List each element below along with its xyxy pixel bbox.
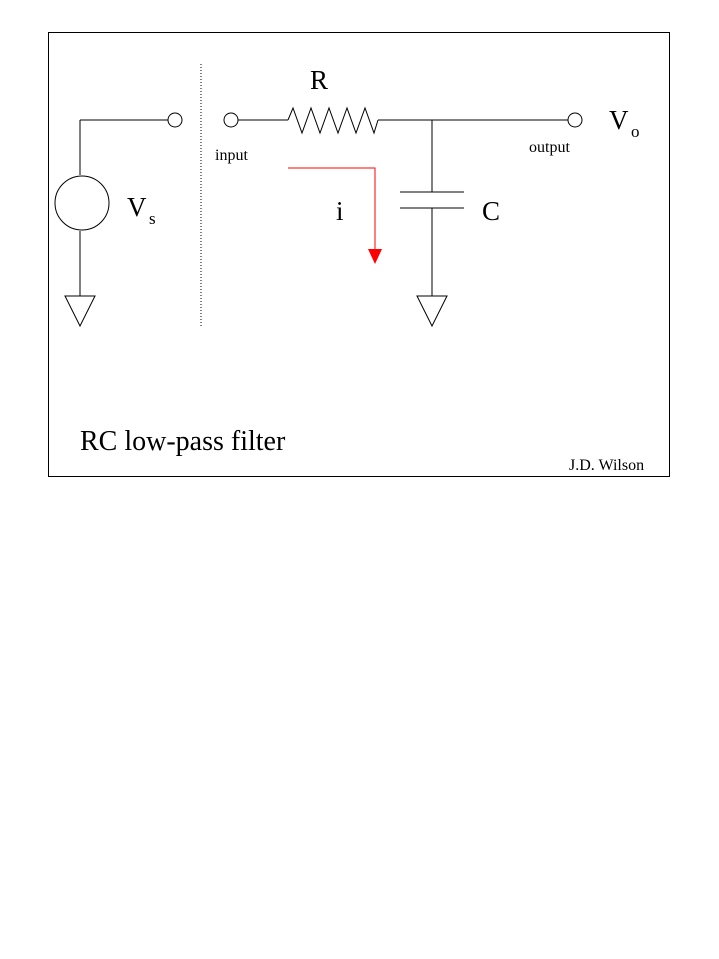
source-circle-icon	[54, 175, 110, 231]
diagram-caption: RC low-pass filter	[80, 426, 286, 457]
author-credit: J.D. Wilson	[569, 457, 644, 474]
resistor-icon	[287, 106, 379, 135]
source-voltage-subscript: s	[149, 209, 156, 228]
current-arrowhead-icon	[368, 249, 382, 264]
current-label: i	[336, 196, 344, 226]
capacitor-label: C	[482, 196, 500, 226]
source-voltage-label: V	[127, 192, 147, 222]
output-terminal-label: output	[529, 139, 570, 156]
slide-frame	[48, 32, 670, 477]
resistor-label: R	[310, 65, 328, 95]
source-ground-icon	[64, 295, 96, 328]
input-terminal-label: input	[215, 147, 248, 164]
output-terminal-icon	[567, 112, 583, 128]
current-arrow-line	[288, 167, 376, 250]
input-terminal-icon	[223, 112, 239, 128]
voltage-source	[54, 112, 183, 328]
output-voltage-subscript: o	[631, 122, 640, 141]
filter-network	[223, 106, 583, 328]
capacitor-ground-icon	[416, 295, 448, 328]
source-terminal-icon	[167, 112, 183, 128]
current-arrow	[288, 167, 382, 264]
output-voltage-label: V	[609, 105, 629, 135]
